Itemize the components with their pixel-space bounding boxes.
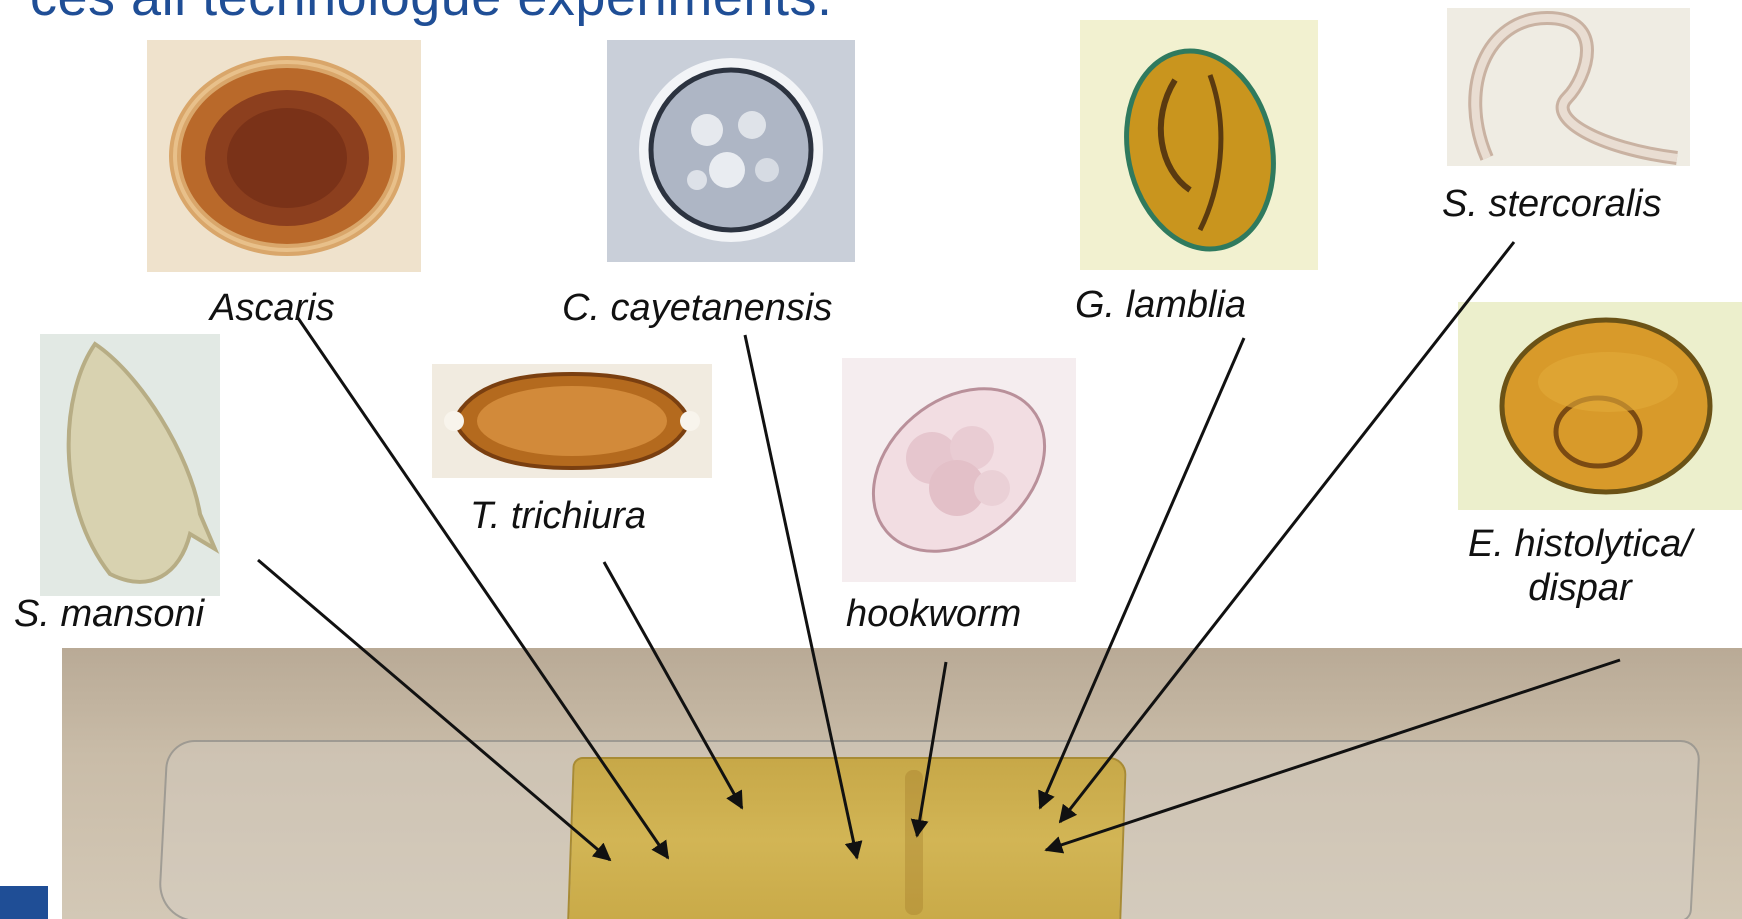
giardia-label: G. lamblia bbox=[1075, 283, 1246, 327]
cyclospora-micrograph bbox=[607, 40, 855, 262]
strongyloides-label: S. stercoralis bbox=[1442, 182, 1662, 226]
trichuris-micrograph bbox=[432, 364, 712, 478]
schistosoma-micrograph bbox=[40, 334, 220, 596]
entamoeba-label-line1: E. histolytica/ bbox=[1468, 523, 1692, 565]
hookworm-micrograph bbox=[842, 358, 1076, 582]
schistosoma-label: S. mansoni bbox=[14, 592, 204, 636]
cyclospora-label: C. cayetanensis bbox=[562, 286, 832, 330]
ascaris-micrograph bbox=[147, 40, 421, 272]
strongyloides-micrograph bbox=[1447, 8, 1690, 166]
slide-heading: ces all technologue experiments: bbox=[30, 0, 832, 28]
ascaris-label: Ascaris bbox=[210, 286, 335, 330]
entamoeba-micrograph bbox=[1458, 302, 1742, 510]
giardia-micrograph bbox=[1080, 20, 1318, 270]
corner-accent-block bbox=[0, 886, 48, 919]
entamoeba-label-line2: dispar bbox=[1528, 567, 1632, 609]
smear-streak bbox=[905, 770, 923, 915]
hookworm-label: hookworm bbox=[846, 592, 1021, 636]
kato-katz-smear bbox=[567, 757, 1127, 919]
trichuris-label: T. trichiura bbox=[470, 494, 646, 538]
entamoeba-label: E. histolytica/ dispar bbox=[1468, 522, 1692, 610]
